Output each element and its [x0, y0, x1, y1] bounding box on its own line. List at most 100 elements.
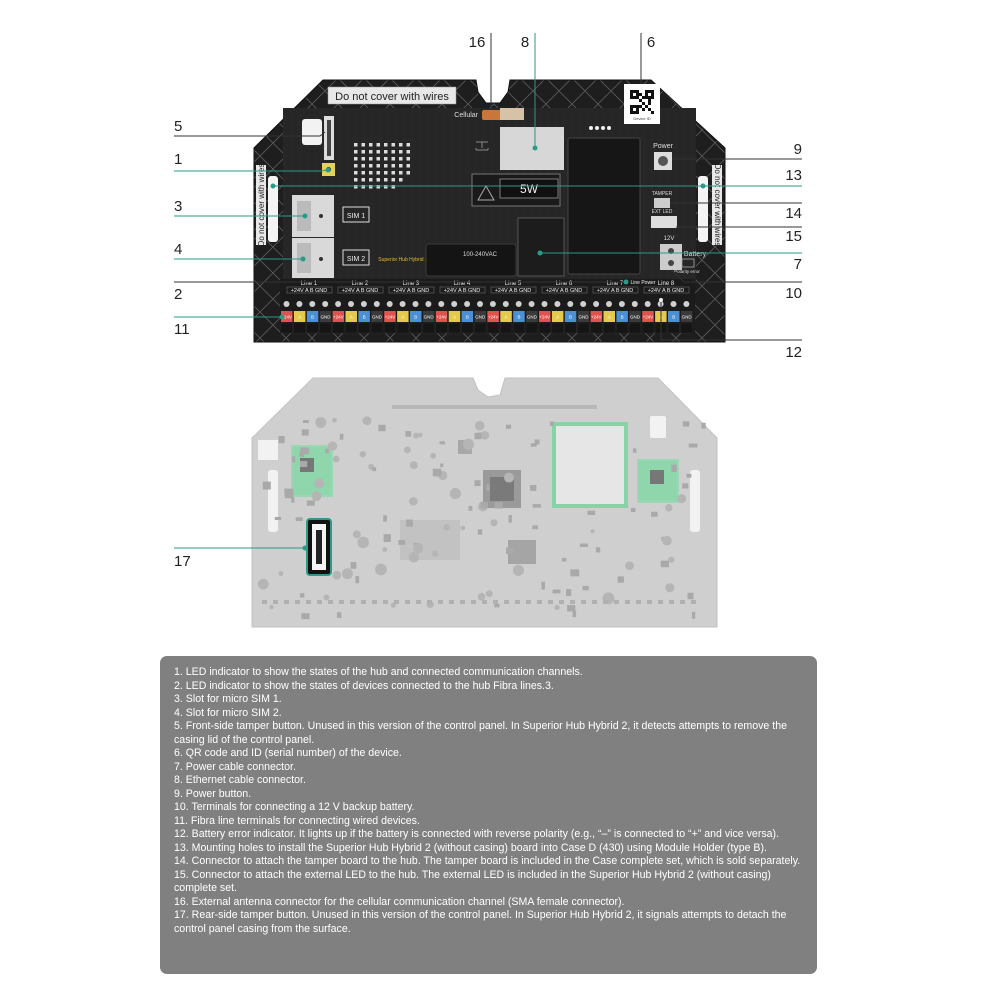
- rear-component: [327, 441, 338, 451]
- line-label: Line 1: [301, 281, 318, 287]
- rear-component: [691, 611, 696, 619]
- led-dot: [369, 171, 373, 175]
- qr-module: [636, 108, 639, 111]
- terminal-screw: [412, 301, 419, 307]
- qr-module: [636, 111, 639, 114]
- terminal-socket: [448, 322, 461, 334]
- callout-4: 4: [174, 241, 182, 258]
- callout-12: 12: [785, 344, 802, 361]
- terminal-pin: [448, 311, 461, 322]
- terminal-pin-label: B: [569, 315, 572, 320]
- rear-pad: [614, 600, 619, 604]
- terminal-socket: [538, 322, 551, 334]
- line-bracket: [592, 286, 639, 294]
- rear-component: [662, 535, 672, 546]
- rear-component: [477, 592, 486, 601]
- led-dot: [376, 185, 380, 189]
- qr-module: [651, 90, 654, 93]
- led-dot: [369, 143, 373, 147]
- rear-pad: [570, 600, 575, 604]
- rear-pad: [262, 600, 267, 604]
- rear-pad: [284, 600, 289, 604]
- terminal-pin: [410, 311, 422, 322]
- terminal-socket: [603, 322, 616, 334]
- qr-module: [633, 96, 636, 99]
- rear-component: [561, 557, 567, 562]
- terminal-pin: [629, 311, 641, 322]
- terminal-screw: [670, 301, 677, 307]
- line-label: Line 6: [556, 281, 573, 287]
- terminal-pin: [642, 311, 654, 322]
- rear-component: [257, 578, 269, 590]
- qr-module: [636, 90, 639, 93]
- terminal-pin: [487, 311, 499, 322]
- rear-component: [532, 525, 539, 530]
- line-bracket: [286, 286, 333, 294]
- rear-component: [341, 568, 353, 580]
- front-board: Do not cover with wires Do not cover wit…: [253, 79, 726, 343]
- terminal-socket: [629, 322, 642, 334]
- rear-component: [504, 472, 515, 483]
- terminal-pin: [281, 311, 293, 322]
- callout-8: 8: [521, 34, 529, 51]
- line-label: Line 7: [607, 281, 624, 287]
- rear-component: [378, 424, 386, 432]
- rear-component: [677, 494, 687, 504]
- terminal-screw: [528, 301, 535, 307]
- terminal-socket: [461, 322, 474, 334]
- led-dot: [376, 164, 380, 168]
- callout-13: 13: [785, 167, 802, 184]
- rear-component: [362, 416, 372, 426]
- led-dot: [361, 185, 365, 189]
- voltage-label: 100-240VAC: [463, 252, 498, 258]
- legend-item: 17. Rear-side tamper button. Unused in t…: [174, 909, 787, 935]
- terminal-pin-label: +24V: [591, 315, 602, 320]
- line-label: Line 3: [403, 281, 420, 287]
- qr-module: [630, 90, 633, 93]
- terminal-pin-label: B: [517, 315, 520, 320]
- left-mounting-hole: [268, 176, 278, 242]
- line-bracket: [388, 286, 435, 294]
- terminal-socket: [319, 322, 332, 334]
- terminal-screw: [386, 301, 393, 307]
- terminal-socket: [396, 322, 409, 334]
- callout-11: 11: [174, 321, 190, 338]
- terminal-pin-label: GND: [475, 315, 486, 320]
- terminal-pin-label: +24V: [436, 315, 447, 320]
- terminal-pin-label: A: [298, 315, 301, 320]
- rear-pad: [328, 600, 333, 604]
- terminal-screw: [425, 301, 432, 307]
- led-dot: [361, 178, 365, 182]
- rear-pad: [504, 600, 509, 604]
- rear-pad: [636, 600, 641, 604]
- terminal-pin-label: B: [621, 315, 624, 320]
- rear-component: [269, 604, 274, 610]
- rear-component: [506, 547, 514, 555]
- terminal-pin-label: GND: [578, 315, 589, 320]
- rear-component: [430, 452, 437, 459]
- terminal-pin-label: A: [401, 315, 404, 320]
- rear-component: [314, 478, 325, 489]
- rear-component: [409, 497, 418, 506]
- rear-component: [375, 563, 387, 576]
- qr-module: [645, 96, 648, 99]
- line-bracket: [643, 286, 690, 294]
- rear-pad: [548, 600, 553, 604]
- terminal-socket: [616, 322, 629, 334]
- rear-pad: [658, 600, 663, 604]
- terminal-screw: [606, 301, 612, 307]
- line-power-label: Line Power: [630, 280, 655, 286]
- terminal-screw: [631, 301, 638, 307]
- legend-item: 4. Slot for micro SIM 2.: [174, 706, 282, 719]
- tamper-label: TAMPER: [652, 191, 673, 197]
- rear-pad: [317, 600, 322, 604]
- terminal-pin: [526, 311, 538, 322]
- legend-panel: 1. LED indicator to show the states of t…: [160, 656, 817, 974]
- rear-pad: [559, 600, 564, 604]
- rear-component: [359, 451, 366, 458]
- led-dot: [354, 185, 358, 189]
- legend-item: 8. Ethernet cable connector.: [174, 774, 306, 786]
- rear-component: [292, 456, 296, 463]
- qr-module: [630, 105, 633, 108]
